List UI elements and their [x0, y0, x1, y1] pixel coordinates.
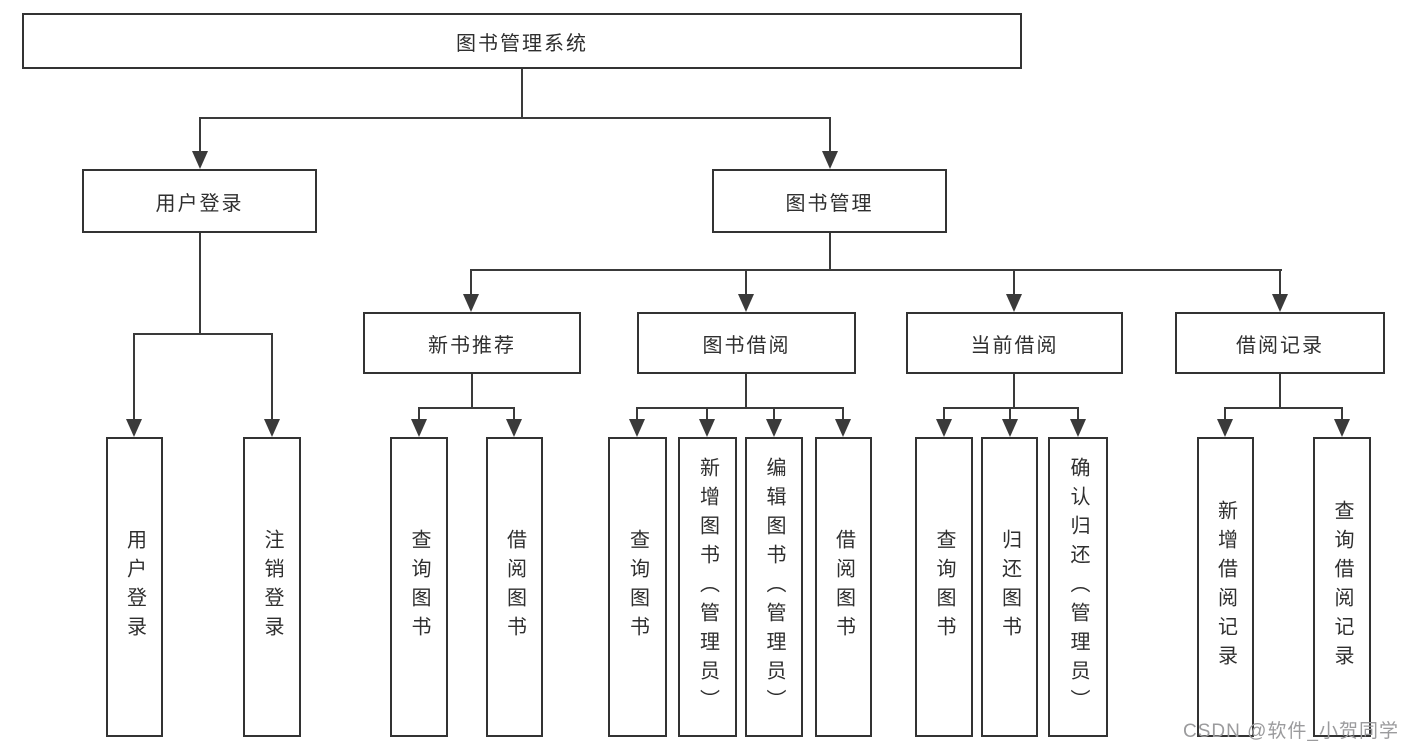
connector-section-stub — [471, 374, 473, 408]
arrow-down-icon — [629, 419, 645, 437]
node-leaf-newbook-borrow-books: 借阅图书 — [486, 437, 543, 737]
arrow-down-icon — [822, 151, 838, 169]
connector-section-stub — [1013, 374, 1015, 408]
watermark-text: CSDN @软件_小贺同学 — [1183, 721, 1399, 742]
connector-bookmgmt-stub — [829, 233, 831, 271]
node-leaf-return-books: 归还图书 — [981, 437, 1038, 737]
connector-arrow-stem — [842, 407, 844, 421]
connector-arrow-stem — [199, 117, 201, 152]
node-book-management-system: 图书管理系统 — [22, 13, 1022, 69]
arrow-down-icon — [766, 419, 782, 437]
connector-root-branch — [199, 117, 831, 119]
arrow-down-icon — [126, 419, 142, 437]
connector-arrow-stem — [773, 407, 775, 421]
arrow-down-icon — [192, 151, 208, 169]
connector-arrow-stem — [706, 407, 708, 421]
node-book-borrowing: 图书借阅 — [637, 312, 856, 374]
arrow-down-icon — [936, 419, 952, 437]
connector-arrow-stem — [1341, 407, 1343, 421]
node-user-login-branch: 用户登录 — [82, 169, 317, 233]
connector-arrow-stem — [470, 269, 472, 296]
connector-arrow-stem — [745, 269, 747, 296]
connector-section-branch — [1224, 407, 1343, 409]
node-leaf-confirm-return-admin: 确认归还（管理员） — [1048, 437, 1108, 737]
connector-arrow-stem — [418, 407, 420, 421]
node-leaf-add-books-admin: 新增图书（管理员） — [678, 437, 737, 737]
arrow-down-icon — [1334, 419, 1350, 437]
arrow-down-icon — [1272, 294, 1288, 312]
node-leaf-logout: 注销登录 — [243, 437, 301, 737]
arrow-down-icon — [506, 419, 522, 437]
arrow-down-icon — [835, 419, 851, 437]
node-new-book-recommend: 新书推荐 — [363, 312, 581, 374]
connector-bookmgmt-branch — [470, 269, 1282, 271]
arrow-down-icon — [264, 419, 280, 437]
connector-arrow-stem — [943, 407, 945, 421]
arrow-down-icon — [1006, 294, 1022, 312]
connector-arrow-stem — [1224, 407, 1226, 421]
node-leaf-add-borrow-record: 新增借阅记录 — [1197, 437, 1254, 737]
node-leaf-current-query-books: 查询图书 — [915, 437, 973, 737]
node-leaf-borrowing-query-books: 查询图书 — [608, 437, 667, 737]
node-leaf-edit-books-admin: 编辑图书（管理员） — [745, 437, 803, 737]
node-leaf-newbook-query-books: 查询图书 — [390, 437, 448, 737]
node-leaf-query-borrow-record: 查询借阅记录 — [1313, 437, 1371, 737]
node-leaf-borrowing-borrow-books: 借阅图书 — [815, 437, 872, 737]
connector-section-stub — [1279, 374, 1281, 408]
arrow-down-icon — [699, 419, 715, 437]
node-book-management-branch: 图书管理 — [712, 169, 947, 233]
arrow-down-icon — [1217, 419, 1233, 437]
connector-arrow-stem — [1009, 407, 1011, 421]
arrow-down-icon — [463, 294, 479, 312]
connector-arrow-stem — [1013, 269, 1015, 296]
connector-arrow-stem — [829, 117, 831, 152]
connector-arrow-stem — [513, 407, 515, 421]
node-borrowing-records: 借阅记录 — [1175, 312, 1385, 374]
connector-arrow-stem — [133, 333, 135, 421]
arrow-down-icon — [738, 294, 754, 312]
connector-userlogin-branch — [133, 333, 273, 335]
connector-section-branch — [636, 407, 844, 409]
connector-root-stub — [521, 69, 523, 118]
connector-arrow-stem — [636, 407, 638, 421]
arrow-down-icon — [1070, 419, 1086, 437]
connector-section-branch — [418, 407, 515, 409]
connector-userlogin-stub — [199, 233, 201, 334]
connector-arrow-stem — [1077, 407, 1079, 421]
arrow-down-icon — [411, 419, 427, 437]
connector-section-stub — [745, 374, 747, 408]
arrow-down-icon — [1002, 419, 1018, 437]
connector-section-branch — [943, 407, 1079, 409]
node-leaf-user-login: 用户登录 — [106, 437, 163, 737]
node-current-borrowing: 当前借阅 — [906, 312, 1123, 374]
connector-arrow-stem — [1279, 269, 1281, 296]
connector-arrow-stem — [271, 333, 273, 421]
